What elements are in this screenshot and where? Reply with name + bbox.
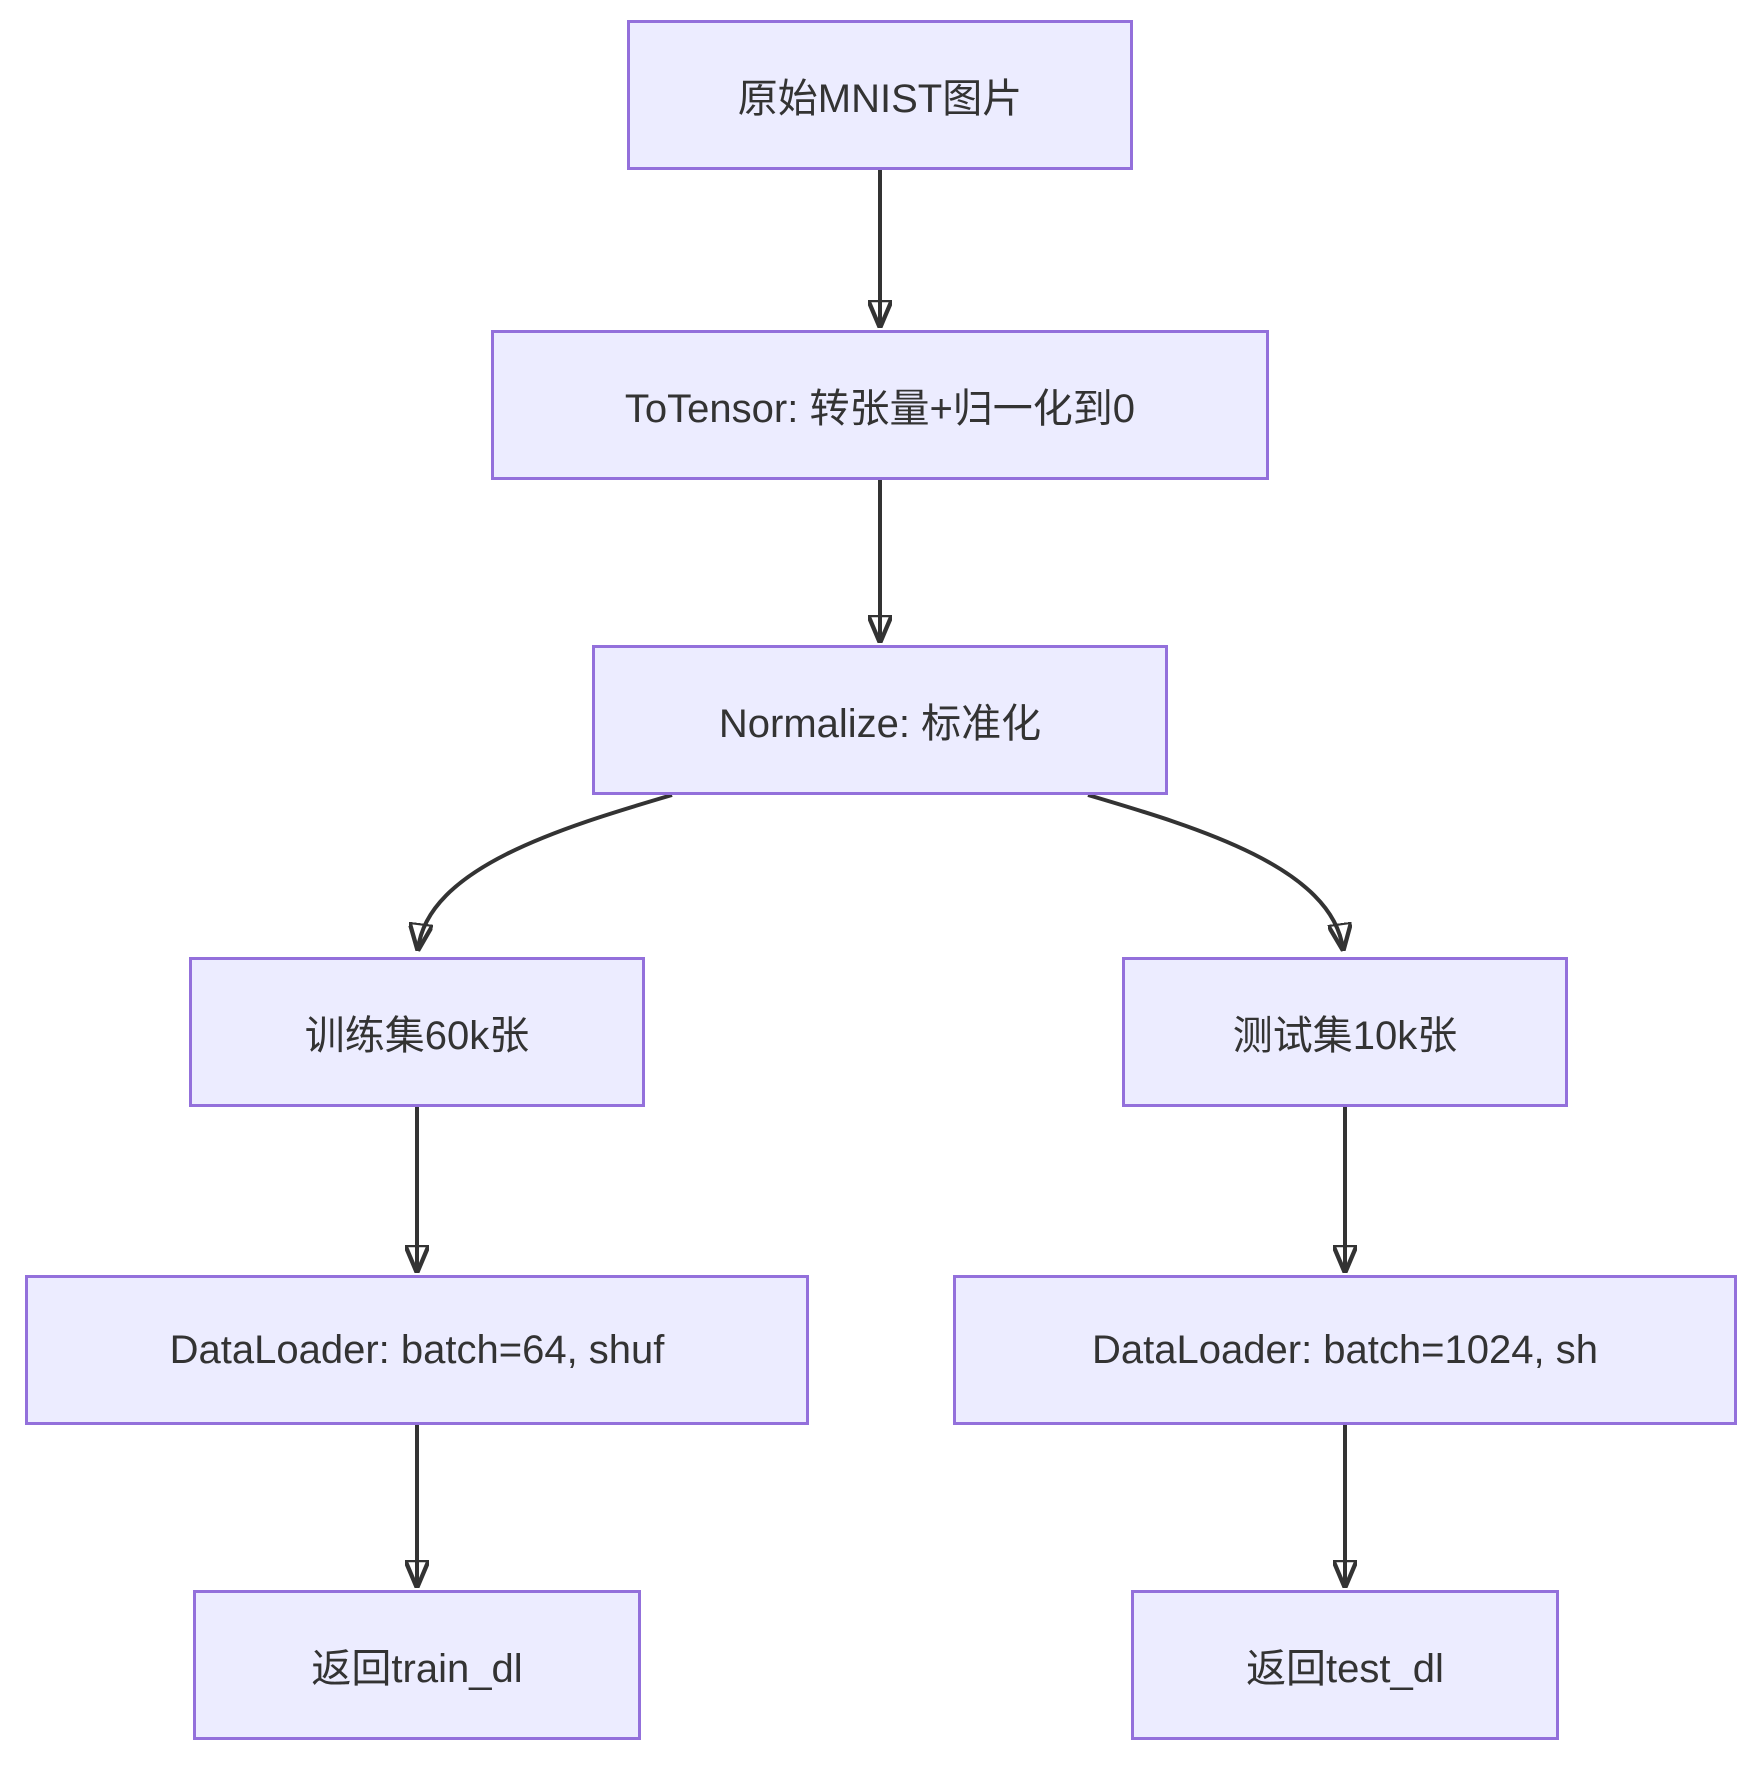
node-test-loader: DataLoader: batch=1024, sh: [953, 1275, 1737, 1425]
edge-normalize-to-trainset: [418, 793, 673, 949]
node-train-loader-label: DataLoader: batch=64, shuf: [169, 1327, 665, 1372]
node-test-loader-label: DataLoader: batch=1024, sh: [1092, 1327, 1598, 1372]
node-return-test: 返回test_dl: [1131, 1590, 1559, 1740]
node-to-tensor-label: ToTensor: 转张量+归一化到0: [624, 387, 1136, 431]
node-test-set-label: 测试集10k张: [1232, 1014, 1458, 1058]
node-test-set: 测试集10k张: [1122, 957, 1568, 1107]
node-train-set-label: 训练集60k张: [304, 1014, 530, 1058]
node-return-train-label: 返回train_dl: [311, 1647, 523, 1691]
edge-normalize-to-testset: [1087, 793, 1343, 949]
node-normalize: Normalize: 标准化: [592, 645, 1168, 795]
node-to-tensor: ToTensor: 转张量+归一化到0: [491, 330, 1269, 480]
node-return-test-label: 返回test_dl: [1246, 1647, 1444, 1691]
node-raw-mnist: 原始MNIST图片: [627, 20, 1133, 170]
node-train-loader: DataLoader: batch=64, shuf: [25, 1275, 809, 1425]
node-normalize-label: Normalize: 标准化: [718, 702, 1042, 746]
node-return-train: 返回train_dl: [193, 1590, 641, 1740]
node-raw-mnist-label: 原始MNIST图片: [737, 77, 1023, 121]
node-train-set: 训练集60k张: [189, 957, 645, 1107]
